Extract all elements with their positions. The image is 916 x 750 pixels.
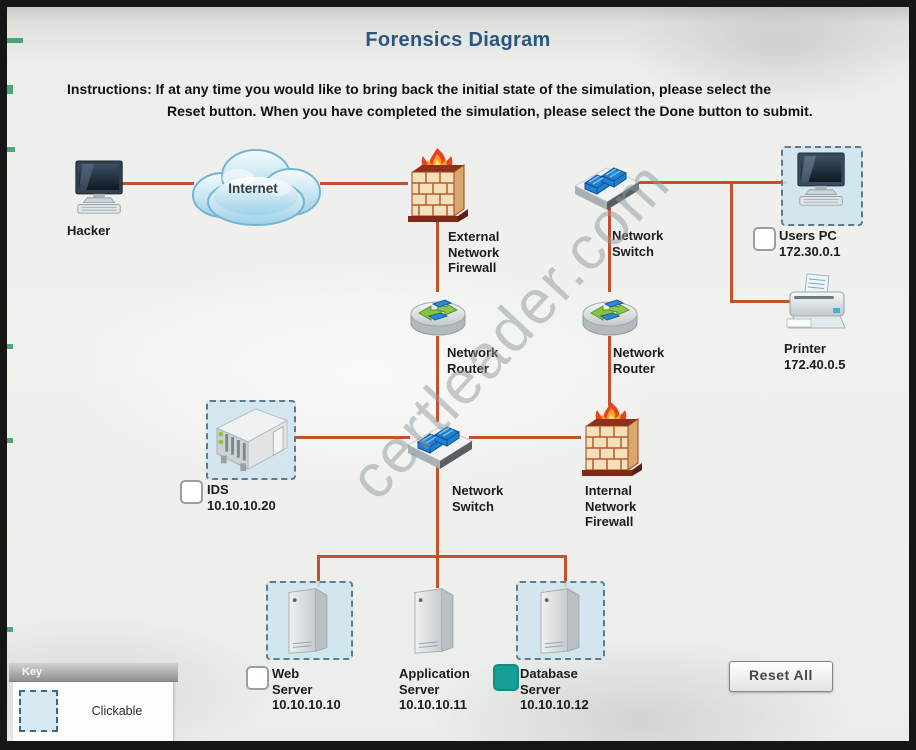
key-legend-panel: Clickable bbox=[13, 682, 173, 742]
web-server-checkbox[interactable] bbox=[246, 666, 269, 690]
external-firewall-label: External Network Firewall bbox=[448, 229, 500, 275]
key-legend-header: Key bbox=[9, 663, 178, 682]
link-top-switch-right-router bbox=[608, 208, 611, 292]
application-server-label: Application Server 10.10.10.11 bbox=[399, 666, 470, 712]
link-ids-middle-switch bbox=[296, 436, 410, 439]
link-top-switch-users-pc bbox=[630, 181, 787, 184]
window-frame bbox=[0, 0, 916, 7]
right-router-icon bbox=[579, 286, 641, 347]
scan-artifact bbox=[7, 85, 13, 94]
scan-artifact bbox=[7, 38, 23, 43]
link-middle-switch-internal-firewall bbox=[469, 436, 581, 439]
left-router-icon bbox=[407, 286, 469, 347]
link-middle-switch-bus bbox=[436, 466, 439, 558]
middle-switch-label: Network Switch bbox=[452, 483, 504, 514]
instructions-line2: Reset button. When you have completed th… bbox=[167, 103, 813, 119]
scan-artifact bbox=[7, 627, 13, 632]
database-server-label: Database Server 10.10.10.12 bbox=[520, 666, 589, 712]
internet-cloud-icon bbox=[178, 140, 333, 240]
link-bus-app-server bbox=[436, 558, 439, 588]
link-external-firewall-router bbox=[436, 220, 439, 292]
window-frame bbox=[0, 0, 7, 750]
users-pc-label: Users PC 172.30.0.1 bbox=[779, 228, 841, 259]
scan-artifact bbox=[7, 147, 15, 152]
reset-all-button[interactable]: Reset All bbox=[729, 661, 833, 692]
link-router-middle-switch bbox=[436, 336, 439, 422]
page-title: Forensics Diagram bbox=[365, 29, 551, 51]
ids-label: IDS 10.10.10.20 bbox=[207, 482, 276, 513]
database-server-icon bbox=[528, 585, 590, 662]
database-server-checkbox[interactable] bbox=[493, 664, 519, 691]
internal-firewall-icon bbox=[578, 400, 644, 485]
right-router-label: Network Router bbox=[613, 345, 665, 376]
link-bus-web-server bbox=[317, 555, 320, 587]
scan-artifact bbox=[7, 344, 13, 349]
internet-label: Internet bbox=[228, 181, 278, 196]
link-branch-printer-horizontal bbox=[730, 300, 790, 303]
users-pc-icon bbox=[794, 151, 850, 218]
ids-checkbox[interactable] bbox=[180, 480, 203, 504]
hacker-label: Hacker bbox=[67, 223, 111, 238]
clickable-swatch-icon bbox=[19, 690, 58, 732]
ids-server-icon bbox=[211, 405, 293, 480]
internal-firewall-label: Internal Network Firewall bbox=[585, 483, 637, 529]
middle-switch-icon bbox=[402, 417, 476, 476]
link-branch-printer-vertical bbox=[730, 181, 733, 303]
users-pc-checkbox[interactable] bbox=[753, 227, 776, 251]
hacker-computer-icon bbox=[72, 160, 128, 225]
printer-label: Printer 172.40.0.5 bbox=[784, 341, 846, 372]
top-switch-label: Network Switch bbox=[612, 228, 664, 259]
link-hacker-internet bbox=[122, 182, 194, 185]
scan-artifact bbox=[7, 438, 13, 443]
link-bus-database-server bbox=[564, 555, 567, 587]
link-server-bus bbox=[317, 555, 567, 558]
web-server-icon bbox=[276, 585, 338, 662]
link-right-router-internal-firewall bbox=[608, 336, 611, 406]
left-router-label: Network Router bbox=[447, 345, 499, 376]
link-internet-external-firewall bbox=[320, 182, 408, 185]
printer-icon bbox=[785, 272, 849, 339]
external-firewall-icon bbox=[404, 146, 470, 231]
application-server-icon bbox=[402, 585, 464, 662]
key-clickable-label: Clickable bbox=[91, 704, 143, 718]
window-frame bbox=[0, 741, 916, 750]
window-frame bbox=[909, 0, 916, 750]
instructions-line1: Instructions: If at any time you would l… bbox=[67, 81, 772, 97]
web-server-label: Web Server 10.10.10.10 bbox=[272, 666, 341, 712]
top-switch-icon bbox=[569, 158, 643, 217]
